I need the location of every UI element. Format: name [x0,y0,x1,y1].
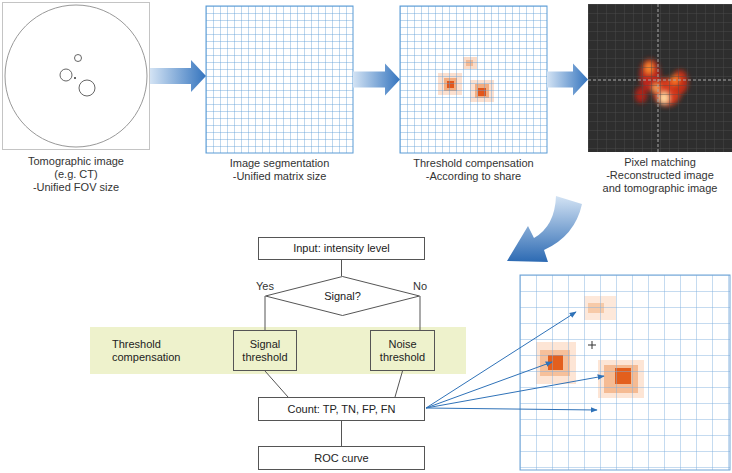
panel-caption: Image segmentation-Unified matrix size [215,157,345,183]
pointer-arrow [426,362,552,408]
image-panel: Pixel matching-Reconstructed image and t… [588,4,732,152]
flow-line [395,371,403,397]
block-arrow [150,60,206,92]
zoom-background [520,275,730,470]
segmentation-grid [206,6,353,153]
flow-line [420,296,421,330]
process-box: Noise threshold [370,330,435,371]
curved-arrow [507,196,582,262]
panel-caption: Tomographic image (e.g. CT)-Unified FOV … [20,155,132,194]
fov-circle [5,5,147,147]
caption-text: -According to share [404,170,544,183]
flow-line [265,296,266,330]
hot-spot [653,78,681,106]
hot-spot [653,84,659,92]
edge-label: No [413,280,427,293]
image-panel: Threshold compensation-According to shar… [400,6,547,153]
caption-text: Image segmentation [215,157,345,170]
box-label: ROC curve [314,452,368,465]
box-label: Signal threshold [237,338,293,364]
pixel-cell [584,296,616,320]
pixel-cell [470,80,494,102]
reconstruction-grid [588,4,732,152]
caption-text: -Unified FOV size [20,181,132,194]
pixel-cell [615,368,631,384]
pointer-arrow [426,376,604,408]
pixel-cell [466,60,473,66]
pixel-cell [438,73,462,95]
zoom-grid [520,275,730,470]
center-dot [74,77,76,79]
pixel-cell [478,88,486,96]
panel-caption: Threshold compensation-According to shar… [404,157,544,183]
pixel-cell [540,350,570,376]
caption-text: -Reconstructed image and tomographic ima… [598,169,722,195]
pixel-cell [475,84,489,98]
caption-text: -Unified matrix size [215,170,345,183]
hot-spot [671,75,679,85]
caption-text: Pixel matching [598,156,722,169]
flow-line [341,421,342,446]
group-band: Signal threshold Noise threshold Threshold… [90,327,466,374]
box-label: Signal? [324,290,361,303]
pixel-cell [604,365,638,393]
process-box: Signal threshold [233,330,297,371]
hot-spot [640,59,660,91]
hot-spot [635,87,647,103]
box-label: Input: intensity level [293,242,390,255]
pixel-cell [588,303,604,313]
pixel-cell [548,355,563,370]
crosshair-line [658,4,659,152]
band-label: Threshold compensation [112,338,212,364]
image-panel: Tomographic image (e.g. CT)-Unified FOV … [2,2,150,150]
center-mark [588,341,596,349]
hot-spot [659,92,669,104]
process-box: Count: TP, TN, FP, FN [258,397,425,421]
process-box: ROC curve [258,446,425,470]
hot-spots [635,59,688,106]
panel-caption: Pixel matching-Reconstructed image and t… [598,156,722,195]
decision-diamond: Signal? [265,276,420,316]
image-panel: Image segmentation-Unified matrix size [206,6,353,153]
lesion-circle [75,55,82,62]
flow-line [341,260,342,276]
crosshair-line [588,80,732,81]
flow-line [265,371,288,397]
pixel-cell [536,342,576,384]
pixel-cell [463,57,477,69]
pointer-arrow [426,408,597,410]
pointer-arrow [426,312,576,408]
diamond-shape [266,277,420,316]
compensation-grid [400,6,547,153]
pixel-cell [444,78,457,91]
lesion-circle [79,80,95,96]
block-arrow [547,64,588,96]
edge-label: Yes [256,280,274,293]
box-label: Count: TP, TN, FP, FN [287,403,395,416]
hot-spot [645,62,653,74]
process-box: Input: intensity level [258,237,425,260]
caption-text: Tomographic image (e.g. CT) [20,155,132,181]
box-label: Noise threshold [374,338,431,364]
hot-spot [672,70,688,94]
pixel-cell [598,360,644,398]
block-arrow [353,64,400,96]
lesion-circle [60,69,72,81]
caption-text: Threshold compensation [404,157,544,170]
pixel-cell [447,81,454,88]
